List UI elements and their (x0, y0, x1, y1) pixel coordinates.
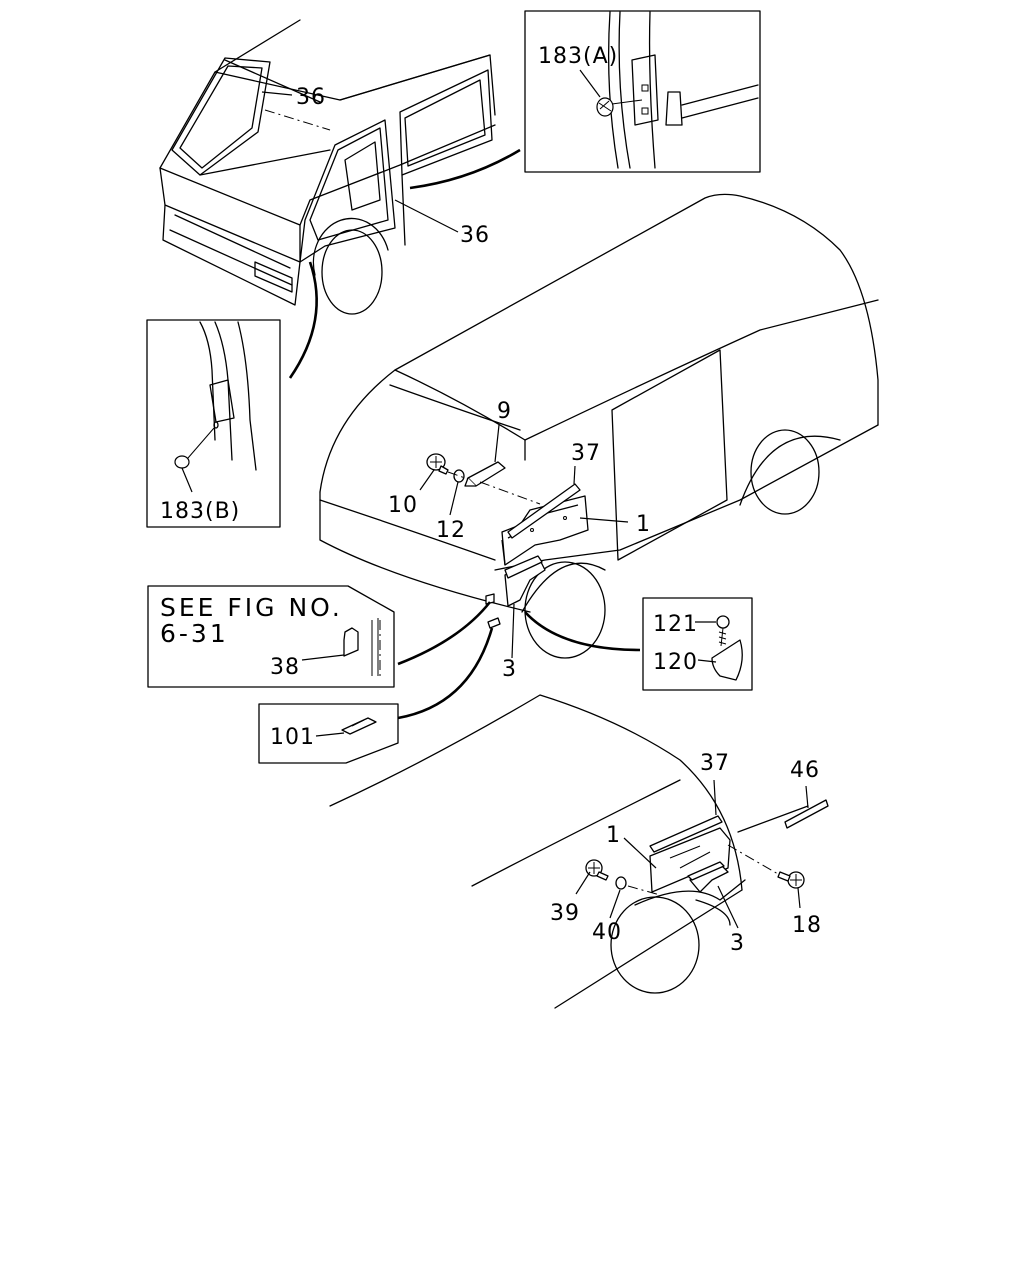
inset-see-fig (147, 585, 395, 688)
splash-panel-1 (501, 483, 589, 566)
inset-120-121 (642, 597, 753, 691)
label-36-upper: 36 (296, 85, 326, 110)
label-lower-1: 1 (606, 823, 621, 848)
label-121: 121 (653, 612, 698, 637)
lower-screw-18 (777, 871, 805, 889)
lower-washer-40 (615, 876, 627, 890)
see-fig-number: 6-31 (160, 619, 229, 648)
label-3: 3 (502, 657, 517, 682)
label-37: 37 (571, 441, 601, 466)
lower-plate-37 (649, 815, 723, 853)
label-12: 12 (436, 518, 466, 543)
lower-panel-1 (649, 827, 731, 893)
label-lower-46: 46 (790, 758, 820, 783)
lower-van-illustration (329, 694, 809, 1009)
label-10: 10 (388, 493, 418, 518)
bracket-9 (467, 461, 506, 487)
washer-12 (453, 469, 465, 483)
label-36-door: 36 (460, 223, 490, 248)
middle-van-illustration (319, 193, 879, 659)
label-lower-3: 3 (730, 931, 745, 956)
top-van-illustration (159, 19, 521, 379)
screw-10 (426, 453, 449, 475)
see-fig-title: SEE FIG NO. (160, 593, 343, 622)
label-1: 1 (636, 512, 651, 537)
label-101: 101 (270, 725, 315, 750)
label-183b: 183(B) (160, 499, 240, 524)
lower-part-46 (784, 799, 829, 829)
label-38: 38 (270, 655, 300, 680)
label-lower-40: 40 (592, 920, 622, 945)
label-lower-18: 18 (792, 913, 822, 938)
splash-panel-3 (504, 555, 546, 607)
inset-183b (146, 319, 281, 528)
inset-101 (258, 703, 399, 764)
label-lower-37: 37 (700, 751, 730, 776)
inset-183a (524, 10, 761, 173)
label-lower-39: 39 (550, 901, 580, 926)
lower-screw-39 (585, 859, 609, 881)
label-120: 120 (653, 650, 698, 675)
label-9: 9 (497, 399, 512, 424)
label-183a: 183(A) (538, 44, 618, 69)
